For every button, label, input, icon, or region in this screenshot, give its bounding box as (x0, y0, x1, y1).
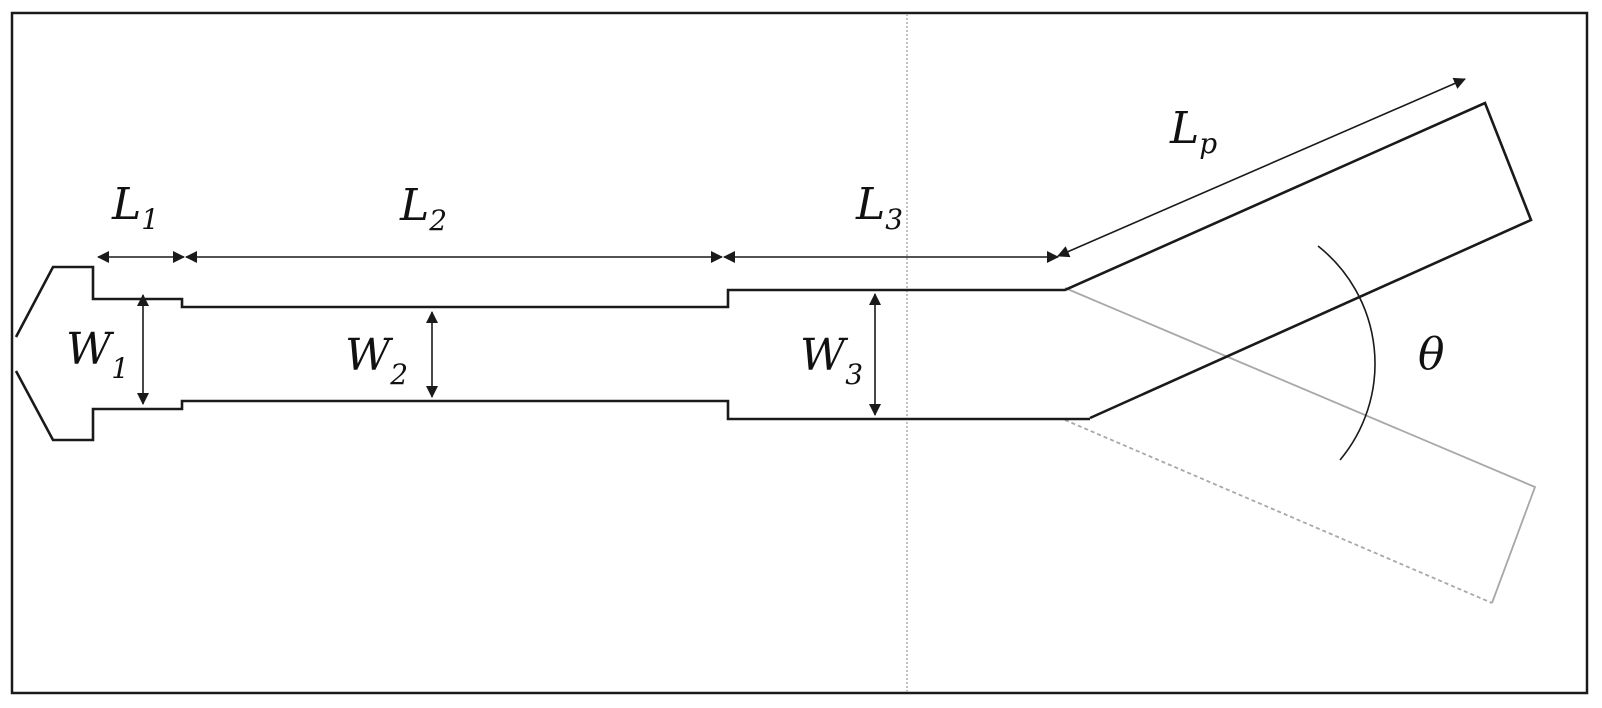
theta-angle-arc (1317, 245, 1376, 461)
label-W2: W2 (345, 330, 408, 391)
mirrored-arm-outline (1064, 287, 1537, 604)
label-L2: L2 (399, 180, 447, 237)
label-W3: W3 (800, 330, 863, 391)
Lp-dimension-arrow (1057, 77, 1466, 258)
mirrored-arm-dashed-edge (1064, 419, 1493, 604)
label-W1: W1 (66, 324, 129, 385)
label-Lp: Lp (1169, 103, 1217, 160)
label-L1: L1 (111, 179, 159, 236)
diagram-frame (10, 11, 1589, 695)
feed-lower-outline (14, 370, 1090, 442)
label-theta: θ (1418, 329, 1445, 380)
feed-upper-outline (14, 101, 1533, 420)
label-L3: L3 (855, 179, 903, 236)
